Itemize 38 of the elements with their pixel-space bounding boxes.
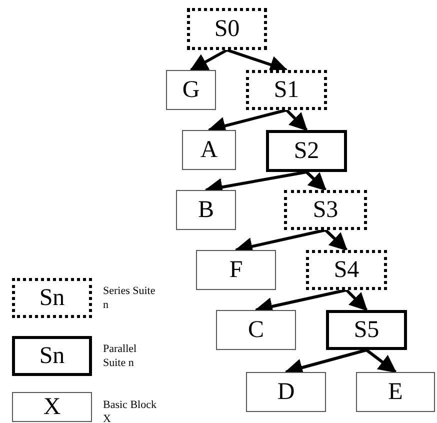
parallel-suite-box: [326, 310, 407, 350]
parallel-suite-box: [266, 130, 347, 172]
node-label: A: [200, 138, 218, 162]
arrow: [285, 108, 308, 132]
legend-symbol: X: [43, 395, 61, 419]
node-label: S2: [294, 139, 320, 163]
node-label: S1: [274, 78, 300, 102]
legend-text: Basic Block X: [103, 398, 158, 423]
arrow: [345, 288, 368, 312]
node-label: F: [229, 258, 243, 282]
basic-block-box: [176, 190, 236, 230]
legend-text: Series Suite n: [103, 284, 156, 312]
arrow: [305, 170, 327, 192]
node-label: C: [248, 318, 264, 342]
series-suite-box: [284, 190, 367, 230]
basic-block-box: [182, 130, 236, 170]
legend-symbol: Sn: [39, 344, 65, 368]
node-label: S4: [334, 258, 360, 282]
basic-block-box: [246, 372, 326, 412]
arrow: [190, 48, 228, 72]
legend-text: Parallel Suite n: [103, 342, 138, 370]
arrow: [324, 228, 348, 252]
node-label: S5: [354, 318, 380, 342]
basic-block-box: [216, 310, 296, 350]
node-label: S0: [214, 17, 240, 41]
basic-block-box: [196, 250, 276, 290]
node-label: B: [198, 198, 214, 222]
node-label: E: [388, 380, 403, 404]
series-suite-box: [187, 8, 267, 50]
legend-symbol: Sn: [39, 286, 65, 310]
series-suite-box: [246, 70, 327, 110]
node-label: S3: [312, 198, 338, 222]
basic-block-box: [166, 70, 216, 110]
series-suite-box: [306, 250, 387, 290]
node-label: G: [182, 78, 200, 102]
arrow: [366, 348, 397, 374]
basic-block-box: [356, 372, 435, 412]
node-label: D: [277, 380, 295, 404]
